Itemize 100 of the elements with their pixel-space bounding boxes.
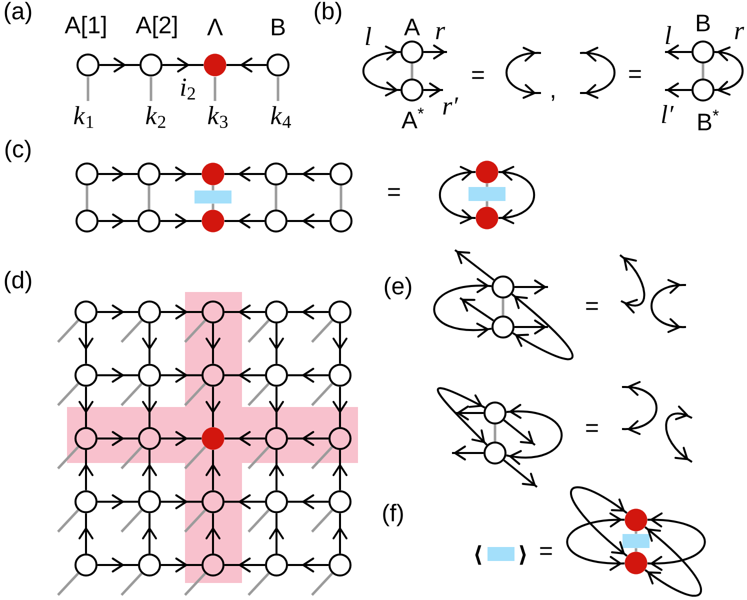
open-circle [328,364,352,387]
panel-label: (d) [4,270,32,294]
open-circle [265,490,288,514]
panel-label: (c) [6,140,30,162]
angle-bracket: ⟨ [475,545,482,565]
edge-label: l [366,26,372,46]
open-circle [202,554,224,576]
open-circle [138,364,161,387]
tensor-label: A [404,18,420,36]
index-label: k$_{3}$ [208,106,228,128]
open-circle [400,78,424,102]
open-circle [265,300,288,324]
open-circle [400,40,424,64]
arrow [454,249,495,281]
open-circle [138,162,160,186]
open-circle [76,210,98,232]
connector-line [212,204,214,210]
open-circle [328,554,352,576]
tensor-label: Λ [207,18,223,36]
arrow [514,320,548,334]
curved-arrow [566,512,625,571]
arrow [455,406,484,420]
arrow [452,446,484,460]
filled-circle [204,54,226,76]
connector-line [486,201,488,207]
panel-label: (e) [384,276,412,300]
open-circle [692,40,714,64]
open-circle [484,442,506,464]
filled-rectangle [194,190,232,204]
filled-rectangle [488,547,514,561]
open-circle [202,364,224,387]
edge-label: l [666,26,672,44]
curved-arrow [647,512,706,571]
open-circle [74,490,98,514]
open-circle [138,427,161,450]
tensor-label: B [696,14,710,32]
equals-sign: = [540,547,552,555]
arrow [514,280,548,294]
connector-line [410,64,414,78]
index-label: k$_{4}$ [271,106,291,128]
tensor-label: B [272,18,285,36]
open-circle [76,54,100,76]
edge-label: r′ [443,97,458,115]
arrow [665,82,692,98]
index-label: k$_{1}$ [74,106,94,128]
open-circle [264,210,288,232]
open-circle [330,210,352,232]
open-circle [328,427,352,450]
filled-circle [476,160,498,184]
equals-sign: = [586,302,598,310]
panel-label: (f) [383,504,403,526]
connector-line [274,186,278,210]
panel-label: (b) [314,2,342,24]
curved-arrow [506,404,563,465]
connector-line [702,64,704,78]
open-circle [265,364,288,387]
open-circle [328,300,352,324]
tensor-label: B$^{*}$ [698,110,719,130]
open-circle [138,210,160,232]
open-circle [138,300,161,324]
open-circle [140,54,162,76]
edge-label: i$_{2}$ [178,78,198,100]
open-circle [692,78,714,102]
tensor-label: A[1] [64,16,106,38]
curved-arrow [433,278,492,338]
open-circle [74,300,98,324]
curved-arrow [570,486,628,557]
open-circle [74,427,98,450]
open-circle [202,490,224,514]
filled-circle [202,427,224,450]
edge-label: r [436,26,446,40]
filled-circle [202,210,224,232]
comma: , [552,95,554,101]
open-circle [264,162,288,186]
tensor-label: A$^{*}$ [402,108,424,128]
equals-sign: = [629,70,641,78]
filled-circle [202,162,224,186]
open-circle [265,554,288,576]
panel-label: (a) [4,2,32,24]
filled-circle [624,508,648,532]
filled-rectangle [622,534,650,548]
filled-circle [624,552,648,574]
open-circle [492,316,514,338]
arrow [503,459,538,488]
open-circle [265,427,288,450]
curved-arrow [498,166,535,224]
open-circle [328,490,352,514]
arrow [665,44,692,60]
connector-line [634,548,638,552]
connector-line [212,185,214,190]
tensor-label: A[2] [136,16,177,38]
connector-line [502,298,504,316]
connector-line [634,531,638,534]
open-circle [202,300,224,324]
open-circle [74,554,98,576]
curved-arrow [644,526,702,597]
connector-line [486,183,488,187]
angle-bracket: ⟩ [520,545,526,565]
open-circle [76,162,98,186]
equals-sign: = [586,424,598,432]
